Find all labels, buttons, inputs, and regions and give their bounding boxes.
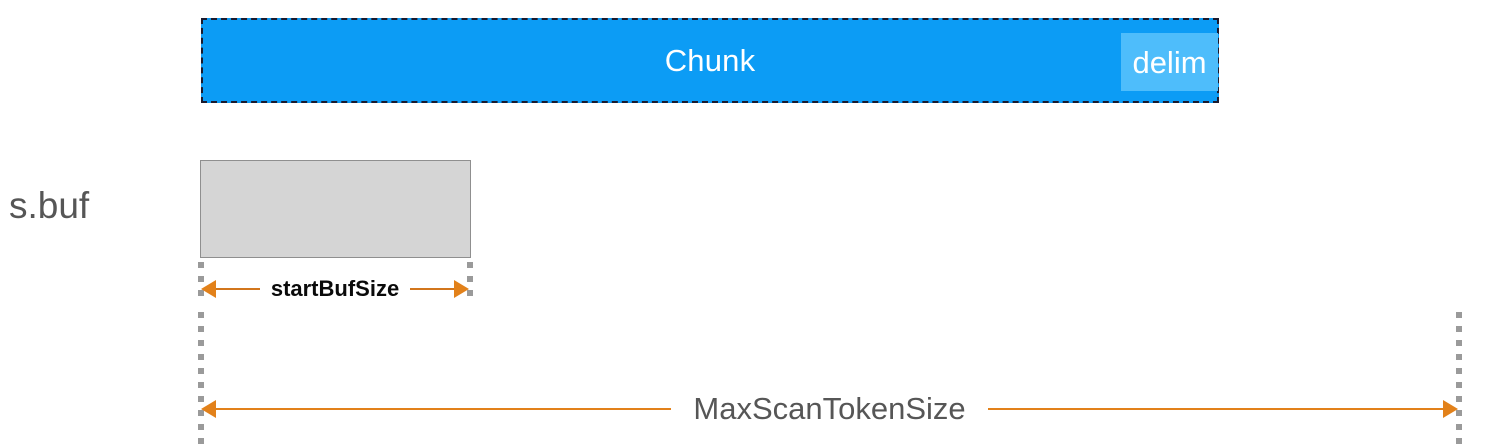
measure-line-left [216,408,672,410]
measure-line-right [410,288,455,290]
delim-box: delim [1121,33,1218,91]
delim-label: delim [1132,44,1207,80]
buffer-rectangle [200,160,471,258]
guide-line-max-right [1456,312,1462,448]
measure-label-start-buf-size: startBufSize [270,276,400,301]
measure-line-left [216,288,260,290]
guide-line-max-left [198,312,204,448]
chunk-label: Chunk [664,42,756,78]
measure-label-max-scan-token-size: MaxScanTokenSize [693,391,966,426]
arrow-left-icon [201,280,216,298]
sbuf-row-label: s.buf [9,185,90,226]
arrow-right-icon [454,280,470,298]
measure-max-scan-token-size: MaxScanTokenSize [201,391,1458,426]
arrow-left-icon [201,400,216,418]
measure-start-buf-size: startBufSize [201,276,470,301]
arrow-right-icon [1443,400,1458,418]
measure-line-right [987,408,1443,410]
guide-line-buffer-right [467,262,473,302]
chunk-bar: Chunk delim [201,18,1219,103]
